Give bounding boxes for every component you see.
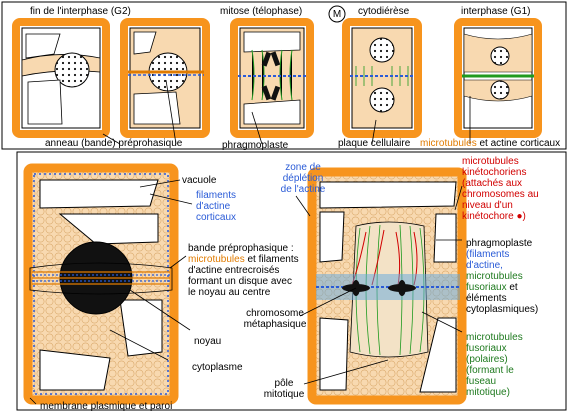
stage-label-mitosis: mitose (télophase) — [220, 6, 303, 17]
label-spindle-mt: microtubules fusoriaux (polaires) (forma… — [466, 332, 523, 398]
label-actin-filaments: filaments d'actine corticaux — [196, 190, 237, 223]
top-cell-cytokinesis — [342, 18, 422, 138]
label-band-prefix: bande préprophasique : — [188, 243, 294, 254]
label-phragmoplast-detail: phragmoplaste (filaments d'actine, micro… — [466, 238, 538, 315]
leader-lines — [29, 79, 471, 405]
label-membrane: membrane plasmique et paroi — [40, 401, 173, 412]
label-nucleus: noyau — [194, 336, 222, 347]
label-phragmoplast-et: et — [506, 282, 518, 293]
stage-label-g1: interphase (G1) — [461, 6, 531, 17]
label-band-rest2: d'actine entrecroisés formant un disque … — [188, 265, 292, 298]
label-phragmoplast-rest: éléments cytoplasmiques) — [466, 293, 539, 315]
top-cell-preprophase — [120, 18, 210, 138]
label-band-mt: microtubules — [188, 254, 245, 265]
stage-label-g2: fin de l'interphase (G2) — [30, 6, 131, 17]
label-chromosome: chromosome métaphasique — [243, 308, 307, 330]
top-cell-g2 — [12, 18, 110, 138]
label-phragmoplast-actin: (filaments d'actine, — [466, 249, 510, 271]
large-cell-metaphase — [307, 167, 467, 405]
large-cell-preprophase — [23, 163, 179, 405]
top-cell-telophase — [230, 18, 314, 138]
label-kinetochore-mt: microtubules kinétochoriens (attachés au… — [462, 156, 539, 222]
label-preprophase-band: bande préprophasique : microtubules et f… — [188, 243, 299, 298]
label-actin-depletion: zone de déplétion de l'actine — [280, 162, 326, 195]
label-phragmoplast-mt: microtubules fusoriaux — [466, 271, 523, 293]
label-phragmoplast-title: phragmoplaste — [466, 238, 533, 249]
label-vacuole: vacuole — [182, 175, 217, 186]
label-cortical: microtubules et actine corticaux — [420, 138, 560, 149]
label-phragmoplast: phragmoplaste — [222, 140, 289, 151]
stage-label-m: M — [332, 9, 342, 20]
label-cortical-rest: et actine corticaux — [476, 138, 561, 149]
label-pole: pôle mitotique — [263, 378, 305, 400]
label-preprophase-ring: anneau (bande) préprohasique — [45, 138, 183, 149]
top-cell-g1 — [454, 18, 542, 138]
mitosis-circle — [328, 5, 346, 23]
label-cortical-mt: microtubules — [420, 138, 477, 149]
stage-label-cytokinesis: cytodiérèse — [358, 6, 410, 17]
label-cytoplasm: cytoplasme — [192, 362, 243, 373]
label-cell-plate: plaque cellulaire — [338, 138, 411, 149]
label-band-rest1: et filaments — [244, 254, 299, 265]
